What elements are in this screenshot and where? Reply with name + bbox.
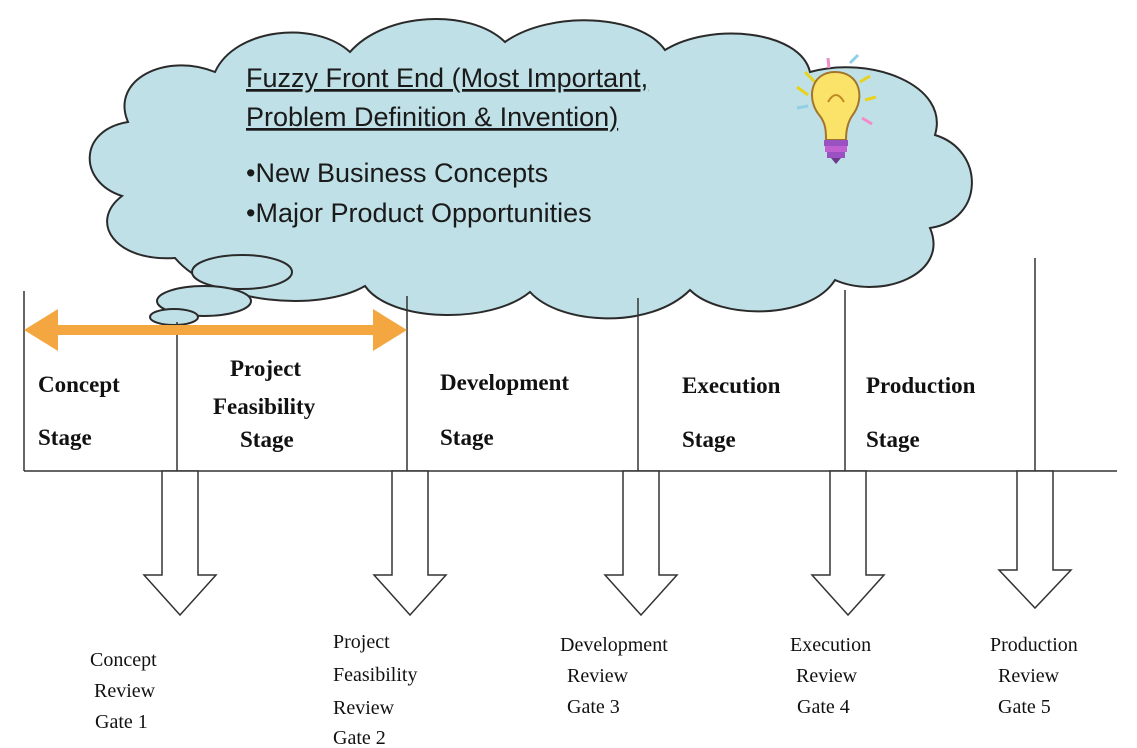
gate2-line4: Gate 2 [333, 727, 386, 748]
gate-arrow-3 [603, 470, 679, 617]
stage-feasibility-line3: Stage [240, 427, 294, 452]
cloud-title-line2: Problem Definition & Invention) [246, 102, 618, 132]
gate3-line1: Development [560, 634, 668, 656]
thought-cloud [88, 18, 973, 326]
timeline-lines [23, 258, 1117, 472]
stage-concept-line2: Stage [38, 425, 92, 450]
gate1-line2: Review [94, 680, 156, 702]
gate-arrow-1 [142, 470, 218, 617]
gate3-line3: Gate 3 [567, 696, 620, 718]
gate5-line1: Production [990, 634, 1078, 656]
stage-production-line1: Production [866, 373, 976, 398]
gate2-line3: Review [333, 697, 395, 719]
stage-development-line1: Development [440, 370, 569, 395]
gate-arrow-5 [997, 470, 1073, 610]
gate-labels: Concept Review Gate 1 Project Feasibilit… [90, 631, 1078, 748]
gate1-line1: Concept [90, 649, 157, 671]
gate-arrow-4 [810, 470, 886, 617]
gate4-line1: Execution [790, 634, 871, 656]
gate3-line2: Review [567, 665, 629, 687]
stage-development-line2: Stage [440, 425, 494, 450]
gate5-line2: Review [998, 665, 1060, 687]
stage-concept-line1: Concept [38, 372, 120, 397]
gate-arrow-2 [372, 470, 448, 617]
gate2-line2: Feasibility [333, 664, 417, 686]
stage-feasibility-line1: Project [230, 356, 301, 381]
cloud-title-line1: Fuzzy Front End (Most Important, [246, 63, 648, 93]
gate1-line3: Gate 1 [95, 711, 148, 733]
gate-arrows [142, 470, 1073, 617]
cloud-bullet-2: •Major Product Opportunities [246, 198, 592, 228]
gate4-line3: Gate 4 [797, 696, 850, 718]
stage-execution-line2: Stage [682, 427, 736, 452]
gate5-line3: Gate 5 [998, 696, 1051, 718]
gate2-line1: Project [333, 631, 390, 653]
stage-production-line2: Stage [866, 427, 920, 452]
cloud-shape [88, 18, 973, 320]
stage-execution-line1: Execution [682, 373, 781, 398]
thought-bubble-small [149, 308, 199, 326]
gate4-line2: Review [796, 665, 858, 687]
fuzzy-front-end-span-arrow [24, 309, 407, 351]
lightbulb-icon [796, 53, 877, 164]
thought-bubble-large [191, 254, 293, 290]
cloud-bullet-1: •New Business Concepts [246, 158, 548, 188]
stage-feasibility-line2: Feasibility [213, 394, 316, 419]
stage-labels: Concept Stage Project Feasibility Stage … [38, 356, 976, 452]
